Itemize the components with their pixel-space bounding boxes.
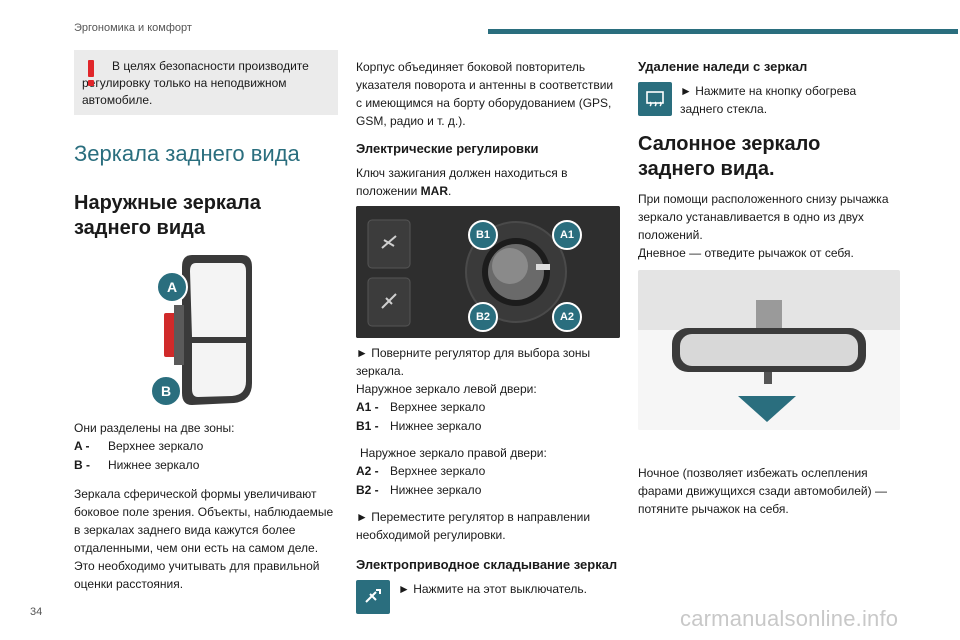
interior-mirror-illustration	[638, 270, 900, 430]
day-position-text: Дневное — отведите рычажок от себя.	[638, 246, 854, 260]
right-door-heading: Наружное зеркало правой двери:	[360, 446, 547, 460]
exterior-mirror-icon	[152, 253, 252, 413]
step-turn-knob: ► Поверните регулятор для выбора зоны зе…	[356, 346, 591, 378]
mirror-control-illustration: B1 A1 B2 A2	[356, 206, 620, 338]
ignition-position: MAR	[420, 184, 448, 198]
night-position-text: Ночное (позволяет избежать ослепления фа…	[638, 466, 887, 516]
interior-mirror-title: Салонное зеркало заднего вида.	[638, 133, 821, 180]
left-door-row: A1 - Верхнее зеркало	[356, 398, 620, 417]
item-key: A2 -	[356, 464, 379, 478]
zone-value: Верхнее зеркало	[108, 439, 204, 453]
column-2: Корпус объединяет боковой повторитель ук…	[356, 58, 620, 614]
zone-row: A - Верхнее зеркало	[74, 437, 338, 456]
safety-warning-text: В целях безопасности производите регулир…	[82, 59, 309, 107]
section-title: Зеркала заднего вида	[74, 141, 300, 166]
exclamation-icon	[88, 60, 94, 86]
label-b: B	[150, 375, 182, 407]
header-title: Эргономика и комфорт	[74, 22, 192, 34]
folding-step-row: ► Нажмите на этот выключатель.	[356, 580, 620, 614]
item-value: Нижнее зеркало	[390, 419, 482, 433]
header-accent-bar	[488, 29, 958, 34]
defrost-title: Удаление наледи с зеркал	[638, 59, 808, 74]
defrost-step-row: ► Нажмите на кнопку обогрева заднего сте…	[638, 82, 902, 118]
folding-step: ► Нажмите на этот выключатель.	[398, 582, 588, 596]
spherical-mirror-paragraph: Зеркала сферической формы увеличивают бо…	[74, 487, 334, 591]
column-3: Удаление наледи с зеркал ► Нажмите на кн…	[638, 58, 902, 518]
watermark: carmanualsonline.info	[680, 606, 899, 631]
label-b2: B2	[468, 302, 498, 332]
safety-warning-box: В целях безопасности производите регулир…	[74, 50, 338, 115]
housing-paragraph: Корпус объединяет боковой повторитель ук…	[356, 60, 614, 128]
item-key: B2 -	[356, 483, 379, 497]
label-a2: A2	[552, 302, 582, 332]
exterior-mirror-illustration: A B	[74, 253, 338, 413]
defrost-step: ► Нажмите на кнопку обогрева заднего сте…	[680, 84, 857, 116]
right-door-row: B2 - Нижнее зеркало	[356, 481, 620, 500]
item-value: Верхнее зеркало	[390, 464, 486, 478]
rear-defrost-icon	[638, 82, 672, 116]
zones-intro: Они разделены на две зоны:	[74, 421, 235, 435]
step-move-knob: ► Переместите регулятор в направлении не…	[356, 510, 591, 542]
label-a1: A1	[552, 220, 582, 250]
left-door-heading: Наружное зеркало левой двери:	[356, 382, 537, 396]
item-value: Верхнее зеркало	[390, 400, 486, 414]
zone-value: Нижнее зеркало	[108, 458, 200, 472]
ignition-end: .	[448, 184, 452, 198]
right-door-row: A2 - Верхнее зеркало	[356, 462, 620, 481]
mirror-fold-button-icon	[356, 580, 390, 614]
item-key: A1 -	[356, 400, 379, 414]
folding-title: Электроприводное складывание зеркал	[356, 557, 618, 572]
ignition-text: Ключ зажигания должен находиться в полож…	[356, 166, 568, 198]
interior-mirror-icon	[638, 270, 900, 430]
label-b1: B1	[468, 220, 498, 250]
ignition-paragraph: Ключ зажигания должен находиться в полож…	[356, 164, 620, 200]
zone-key: A -	[74, 439, 90, 453]
zone-key: B -	[74, 458, 90, 472]
interior-mirror-paragraph: При помощи расположенного снизу рычажка …	[638, 192, 889, 242]
item-value: Нижнее зеркало	[390, 483, 482, 497]
page-number: 34	[30, 606, 43, 618]
left-door-row: B1 - Нижнее зеркало	[356, 417, 620, 436]
exterior-mirrors-title: Наружные зеркала заднего вида	[74, 192, 261, 239]
label-a: A	[156, 271, 188, 303]
item-key: B1 -	[356, 419, 379, 433]
zone-row: B - Нижнее зеркало	[74, 456, 338, 475]
electric-adjust-title: Электрические регулировки	[356, 141, 539, 156]
column-1: В целях безопасности производите регулир…	[74, 48, 338, 593]
